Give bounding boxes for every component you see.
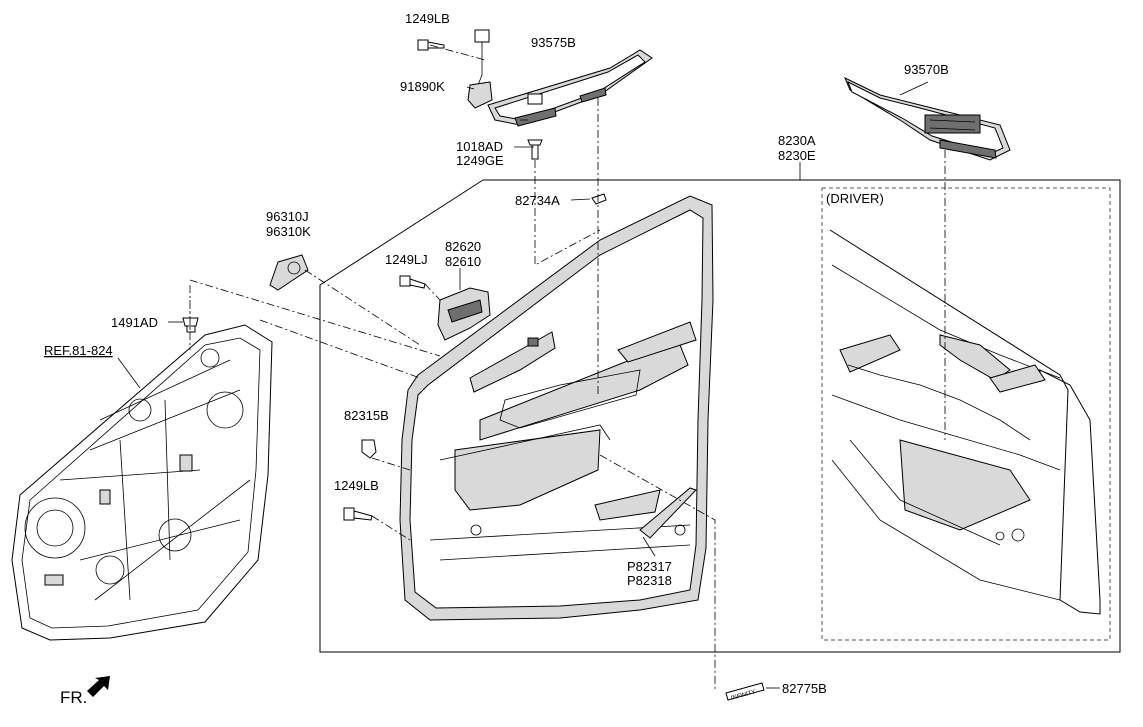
label-8230e: 8230E [778,148,816,163]
switch-panel-93575b [487,49,653,127]
label-driver: (DRIVER) [826,191,884,206]
label-ref-81-824: REF.81-824 [44,343,113,358]
label-8230a: 8230A [778,133,816,148]
label-82775b: 82775B [782,681,827,696]
door-module [11,324,273,641]
tweeter-96310j [269,254,309,291]
label-96310j: 96310J [266,209,309,224]
bolt-1249lb-top [417,39,445,51]
assembly-box [319,179,1121,653]
fr-arrow-icon [87,676,110,697]
label-1491ad: 1491AD [111,315,158,330]
label-82620: 82620 [445,239,481,254]
bolt-1249lj [399,275,426,289]
trim-p82317 [639,487,697,539]
grommet-1491ad [182,317,199,333]
label-1249ge: 1249GE [456,153,504,168]
clip-1018ad [527,139,543,160]
label-1249lb-top: 1249LB [405,11,450,26]
label-1018ad: 1018AD [456,139,503,154]
leader-lines [117,81,929,689]
clip-82734a [591,193,607,205]
connector-91890k [467,29,493,109]
label-p82317: P82317 [627,559,672,574]
label-82734a: 82734A [515,193,560,208]
label-fr: FR. [60,688,87,707]
inside-handle-82620 [437,287,491,341]
label-93575b: 93575B [531,35,576,50]
fastener-82315b [361,439,377,459]
label-1249lb-bottom: 1249LB [334,478,379,493]
label-96310k: 96310K [266,224,311,239]
label-1249lj: 1249LJ [385,252,428,267]
dashed-lines [189,44,946,690]
driver-panel-detail [829,229,1101,615]
label-p82318: P82318 [627,573,672,588]
driver-detail-box [821,187,1111,641]
label-91890k: 91890K [400,79,445,94]
badge-82775b: INFINITY [725,682,765,702]
switch-panel-93570b [844,76,1011,161]
label-82315b: 82315B [344,408,389,423]
label-82610: 82610 [445,254,481,269]
door-trim-panel [399,195,714,621]
label-93570b: 93570B [904,62,949,77]
bolt-1249lb-bottom [343,507,373,521]
